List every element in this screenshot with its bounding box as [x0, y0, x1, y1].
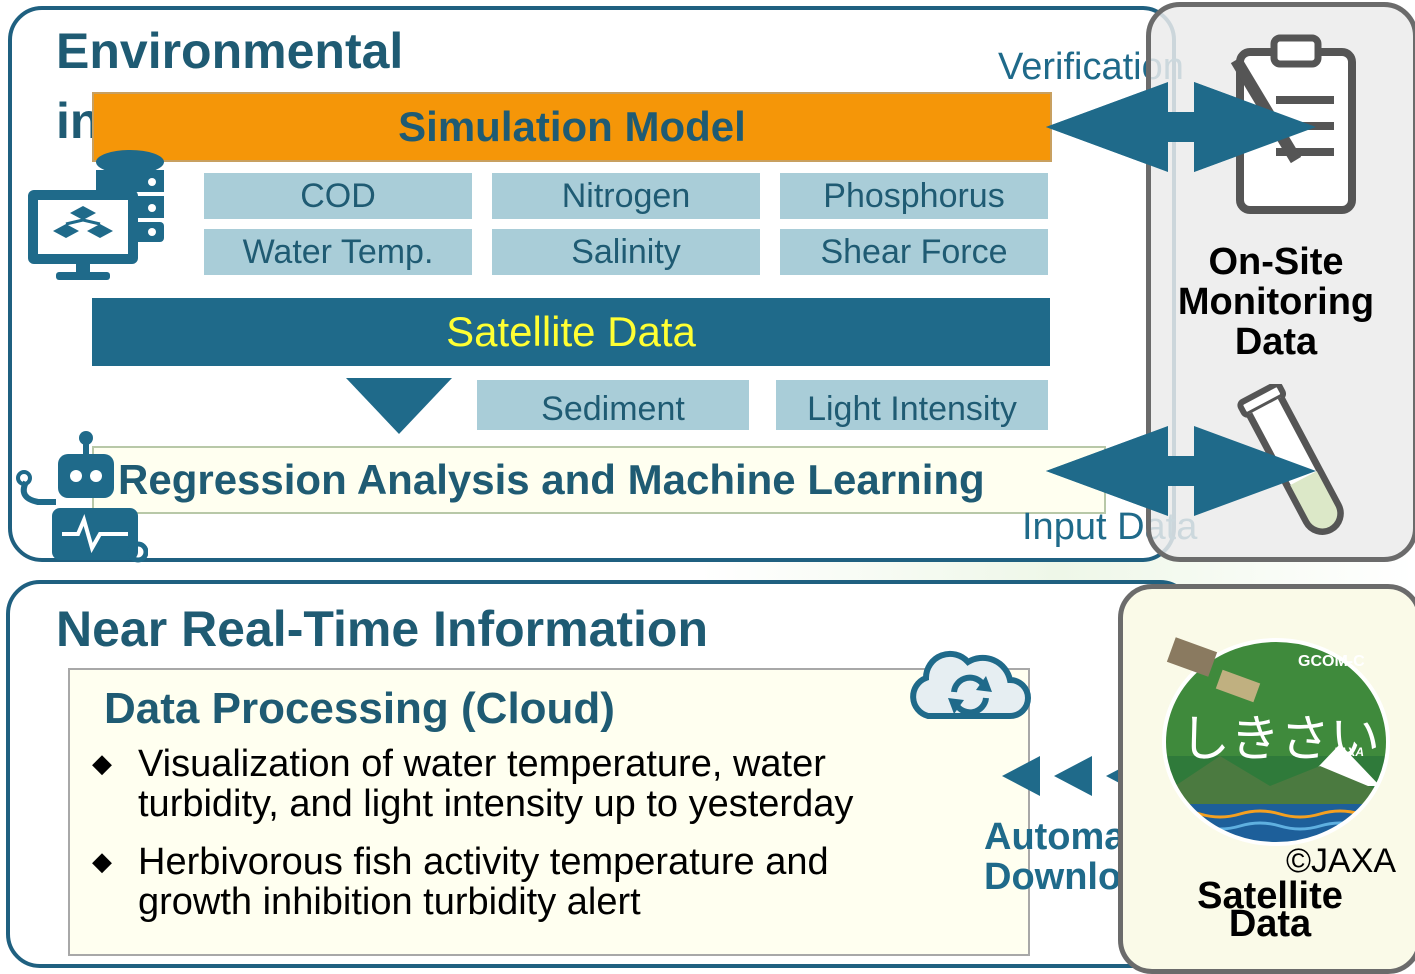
simulation-model-bar: Simulation Model — [92, 92, 1052, 162]
logo-mission-text: GCOM-C — [1298, 653, 1365, 670]
satellite-data-bar: Satellite Data — [92, 298, 1050, 366]
bullet-diamond-icon: ◆ — [92, 846, 112, 876]
robot-icon — [16, 431, 148, 563]
down-arrow-icon — [346, 378, 452, 434]
cloud-sync-icon — [910, 650, 1031, 719]
bullet-1-line1: Visualization of water temperature, wate… — [138, 743, 826, 785]
data-processing-box — [68, 668, 1030, 956]
param-phosphorus: Phosphorus — [780, 173, 1048, 219]
bullet-diamond-icon: ◆ — [92, 748, 112, 778]
data-processing-title: Data Processing (Cloud) — [104, 684, 615, 733]
satellite-label-line2: Data — [1228, 903, 1312, 945]
logo-agency-text: JAXA — [1332, 745, 1364, 759]
copyright-label: ©JAXA — [1286, 842, 1397, 880]
param-cod: COD — [204, 173, 472, 219]
onsite-label-line3: Data — [1234, 321, 1318, 363]
param-shear-force: Shear Force — [780, 229, 1048, 275]
bullet-2-line1: Herbivorous fish activity temperature an… — [138, 841, 829, 883]
regression-ml-bar: Regression Analysis and Machine Learning — [92, 446, 1106, 514]
bullet-2-line2: growth inhibition turbidity alert — [138, 881, 641, 923]
logo-main-text: しきさい — [1180, 710, 1380, 768]
param-sediment: Sediment — [477, 380, 749, 430]
top-panel-title: Environmental — [56, 23, 404, 79]
satellite-logo: GCOM-C しきさい JAXA — [1162, 637, 1390, 846]
param-salinity: Salinity — [492, 229, 760, 275]
param-light-intensity: Light Intensity — [776, 380, 1048, 430]
onsite-label-line2: Monitoring — [1177, 281, 1375, 323]
param-water-temp: Water Temp. — [204, 229, 472, 275]
onsite-label-line1: On-Site — [1208, 241, 1344, 283]
bottom-panel-title: Near Real-Time Information — [56, 601, 709, 657]
bullet-1-line2: turbidity, and light intensity up to yes… — [138, 783, 854, 825]
input-arrow-overlay — [1046, 426, 1316, 516]
clipboard-arrow-overlay — [1194, 82, 1316, 172]
satellite-label-line1: Satellite — [1197, 875, 1343, 917]
param-nitrogen: Nitrogen — [492, 173, 760, 219]
monitor-network-icon — [28, 190, 138, 280]
